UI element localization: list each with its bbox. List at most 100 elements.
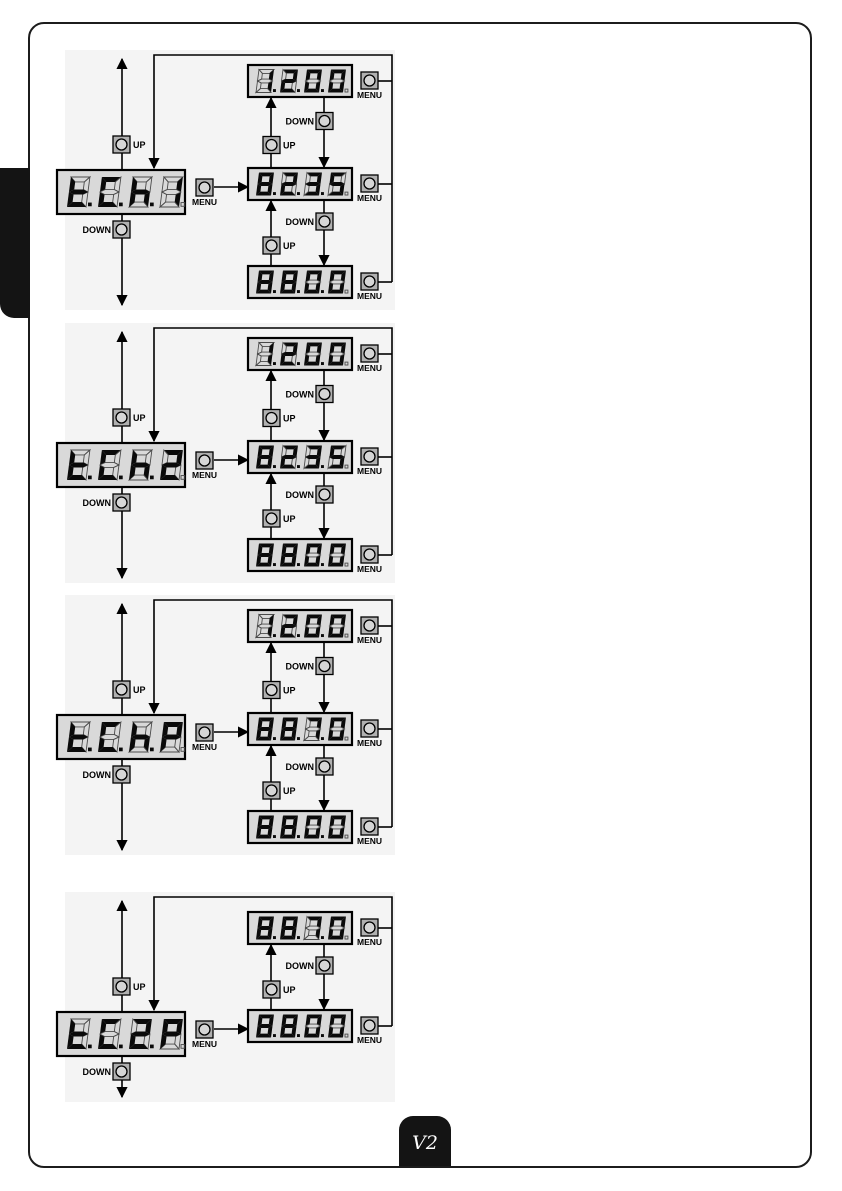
decimal-point: [321, 290, 324, 293]
menu-button[interactable]: MENU: [357, 546, 382, 574]
down-button-label: DOWN: [286, 762, 315, 772]
down-button-label: DOWN: [83, 770, 112, 780]
decimal-point: [321, 465, 324, 468]
button-face: [319, 216, 330, 227]
menu-button-label: MENU: [357, 193, 382, 203]
up-button-label: UP: [283, 514, 296, 524]
button-face: [364, 620, 375, 631]
up-button-label: UP: [283, 985, 296, 995]
decimal-point: [297, 89, 300, 92]
menu-button[interactable]: MENU: [192, 179, 217, 207]
up-button-label: UP: [133, 685, 146, 695]
decimal-point: [88, 748, 92, 752]
menu-button-label: MENU: [357, 1035, 382, 1045]
button-face: [364, 348, 375, 359]
menu-button[interactable]: MENU: [357, 720, 382, 748]
menu-button[interactable]: MENU: [357, 818, 382, 846]
button-face: [116, 769, 127, 780]
decimal-point: [321, 192, 324, 195]
decimal-point: [273, 192, 276, 195]
menu-button[interactable]: MENU: [357, 448, 382, 476]
down-button-label: DOWN: [286, 390, 315, 400]
decimal-point: [297, 936, 300, 939]
decimal-point: [88, 476, 92, 480]
decimal-point: [150, 1045, 154, 1049]
button-face: [364, 922, 375, 933]
decimal-point: [273, 465, 276, 468]
menu-button-label: MENU: [357, 738, 382, 748]
up-button-label: UP: [283, 414, 296, 424]
menu-button-label: MENU: [357, 466, 382, 476]
menu-button[interactable]: MENU: [357, 175, 382, 203]
up-button-label: UP: [283, 786, 296, 796]
menu-button[interactable]: MENU: [357, 72, 382, 100]
decimal-point: [273, 563, 276, 566]
decimal-point: [273, 835, 276, 838]
menu-button-label: MENU: [192, 742, 217, 752]
decimal-point: [273, 89, 276, 92]
button-face: [266, 413, 277, 424]
button-face: [364, 451, 375, 462]
button-face: [364, 178, 375, 189]
menu-button[interactable]: MENU: [357, 617, 382, 645]
decimal-point: [321, 936, 324, 939]
button-face: [266, 513, 277, 524]
menu-button-label: MENU: [192, 1039, 217, 1049]
menu-button[interactable]: MENU: [357, 919, 382, 947]
button-face: [319, 389, 330, 400]
decimal-point: [150, 748, 154, 752]
decimal-point: [119, 748, 123, 752]
button-face: [319, 489, 330, 500]
up-button-label: UP: [283, 141, 296, 151]
decimal-point: [273, 634, 276, 637]
button-face: [364, 723, 375, 734]
decimal-point: [297, 290, 300, 293]
button-face: [116, 684, 127, 695]
decimal-point: [119, 476, 123, 480]
menu-button[interactable]: MENU: [357, 273, 382, 301]
decimal-point: [273, 362, 276, 365]
button-face: [116, 224, 127, 235]
menu-button[interactable]: MENU: [192, 724, 217, 752]
button-face: [199, 455, 210, 466]
down-button-label: DOWN: [83, 498, 112, 508]
button-face: [364, 549, 375, 560]
menu-button[interactable]: MENU: [192, 452, 217, 480]
decimal-point: [297, 192, 300, 195]
decimal-point: [273, 737, 276, 740]
button-face: [116, 139, 127, 150]
menu-button[interactable]: MENU: [357, 345, 382, 373]
button-face: [319, 116, 330, 127]
button-face: [199, 182, 210, 193]
up-button-label: UP: [283, 241, 296, 251]
menu-button[interactable]: MENU: [192, 1021, 217, 1049]
button-face: [364, 276, 375, 287]
button-face: [199, 727, 210, 738]
down-button-label: DOWN: [286, 662, 315, 672]
up-button-label: UP: [133, 982, 146, 992]
button-face: [199, 1024, 210, 1035]
decimal-point: [321, 362, 324, 365]
decimal-point: [150, 203, 154, 207]
decimal-point: [321, 737, 324, 740]
button-face: [266, 984, 277, 995]
menu-button[interactable]: MENU: [357, 1017, 382, 1045]
button-face: [116, 981, 127, 992]
decimal-point: [321, 634, 324, 637]
decimal-point: [88, 203, 92, 207]
decimal-point: [297, 1034, 300, 1037]
button-face: [364, 1020, 375, 1031]
decimal-point: [321, 1034, 324, 1037]
menu-button-label: MENU: [357, 90, 382, 100]
button-face: [116, 412, 127, 423]
decimal-point: [321, 835, 324, 838]
button-face: [319, 661, 330, 672]
down-button-label: DOWN: [83, 1067, 112, 1077]
menu-button-label: MENU: [357, 291, 382, 301]
button-face: [319, 761, 330, 772]
decimal-point: [321, 563, 324, 566]
menu-button-label: MENU: [192, 197, 217, 207]
decimal-point: [150, 476, 154, 480]
decimal-point: [119, 203, 123, 207]
down-button-label: DOWN: [286, 117, 315, 127]
